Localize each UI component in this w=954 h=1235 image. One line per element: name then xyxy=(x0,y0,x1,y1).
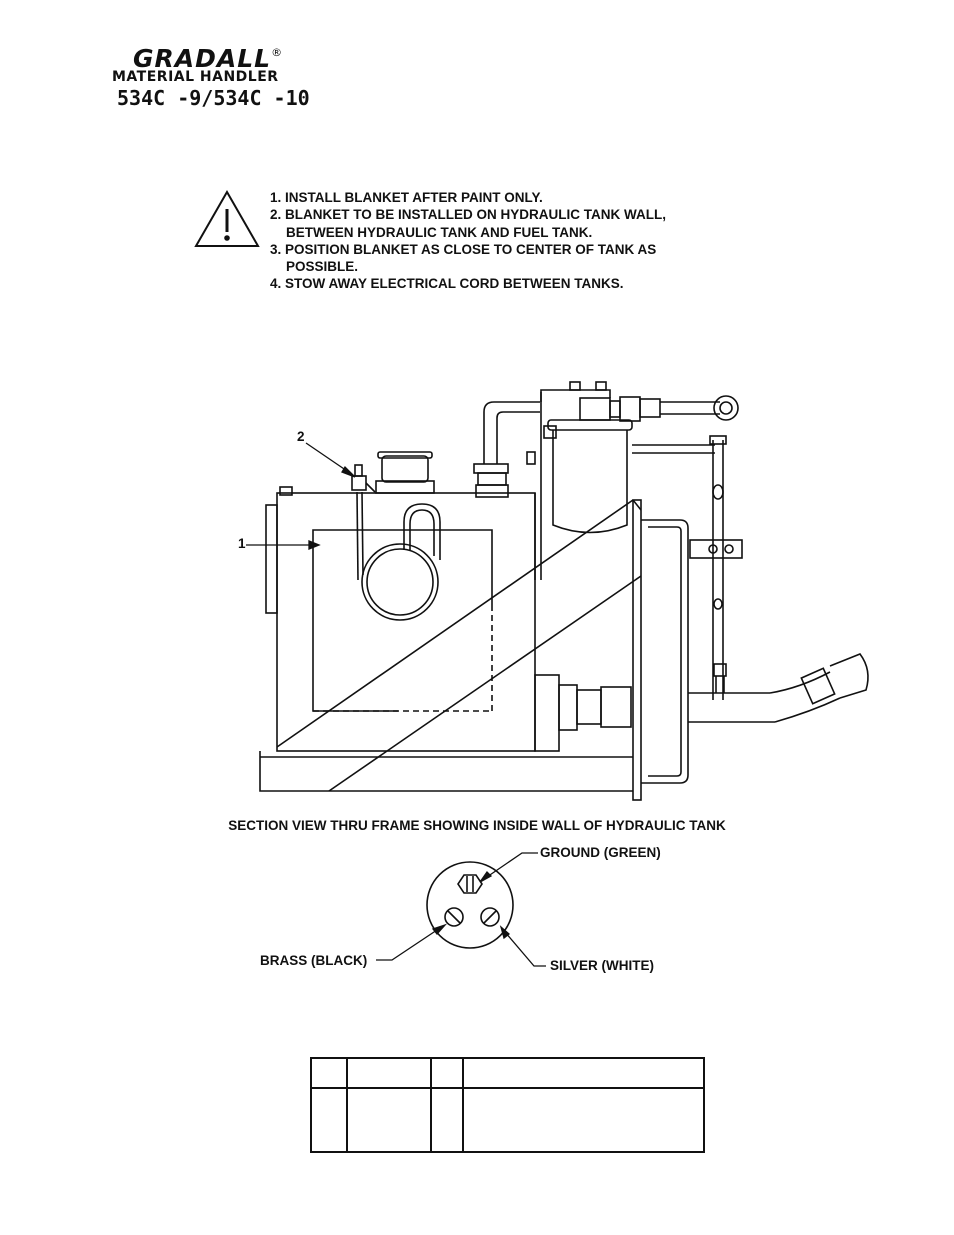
model-number: 534C -9/534C -10 xyxy=(117,86,310,110)
plug-leaders xyxy=(376,852,546,967)
callout-2: 2 xyxy=(297,429,305,444)
registered-mark: ® xyxy=(271,46,284,59)
note-line: BETWEEN HYDRAULIC TANK AND FUEL TANK. xyxy=(286,224,593,240)
table-header-row xyxy=(310,1057,705,1089)
table-header-cell xyxy=(346,1057,432,1089)
table-cell xyxy=(346,1087,432,1153)
table-cell xyxy=(310,1087,348,1153)
table-header-cell xyxy=(462,1057,705,1089)
note-line: 4. STOW AWAY ELECTRICAL CORD BETWEEN TAN… xyxy=(270,276,624,292)
note-line: 2. BLANKET TO BE INSTALLED ON HYDRAULIC … xyxy=(270,207,666,223)
table-header-cell xyxy=(310,1057,348,1089)
silver-label: SILVER (WHITE) xyxy=(550,958,654,973)
table-row xyxy=(310,1087,705,1153)
table-cell xyxy=(430,1087,464,1153)
plug-face-diagram xyxy=(426,861,514,949)
installation-notes: 1. INSTALL BLANKET AFTER PAINT ONLY. 2. … xyxy=(270,189,666,293)
table-header-cell xyxy=(430,1057,464,1089)
brand-name: GRADALL xyxy=(133,44,272,73)
note-line: POSSIBLE. xyxy=(286,259,359,275)
warning-triangle-icon xyxy=(194,189,260,247)
brand-logo: GRADALL® xyxy=(133,44,283,73)
parts-table xyxy=(310,1057,705,1153)
ground-label: GROUND (GREEN) xyxy=(540,845,661,860)
drawing-caption: SECTION VIEW THRU FRAME SHOWING INSIDE W… xyxy=(228,818,726,833)
callout-1: 1 xyxy=(238,536,246,551)
note-line: 3. POSITION BLANKET AS CLOSE TO CENTER O… xyxy=(270,241,657,257)
tank-assembly xyxy=(259,381,869,801)
brand-subtitle: MATERIAL HANDLER xyxy=(112,69,279,85)
brass-label: BRASS (BLACK) xyxy=(260,953,368,968)
note-line: 1. INSTALL BLANKET AFTER PAINT ONLY. xyxy=(270,190,543,205)
callout-leaders xyxy=(246,442,356,550)
table-cell xyxy=(462,1087,705,1153)
